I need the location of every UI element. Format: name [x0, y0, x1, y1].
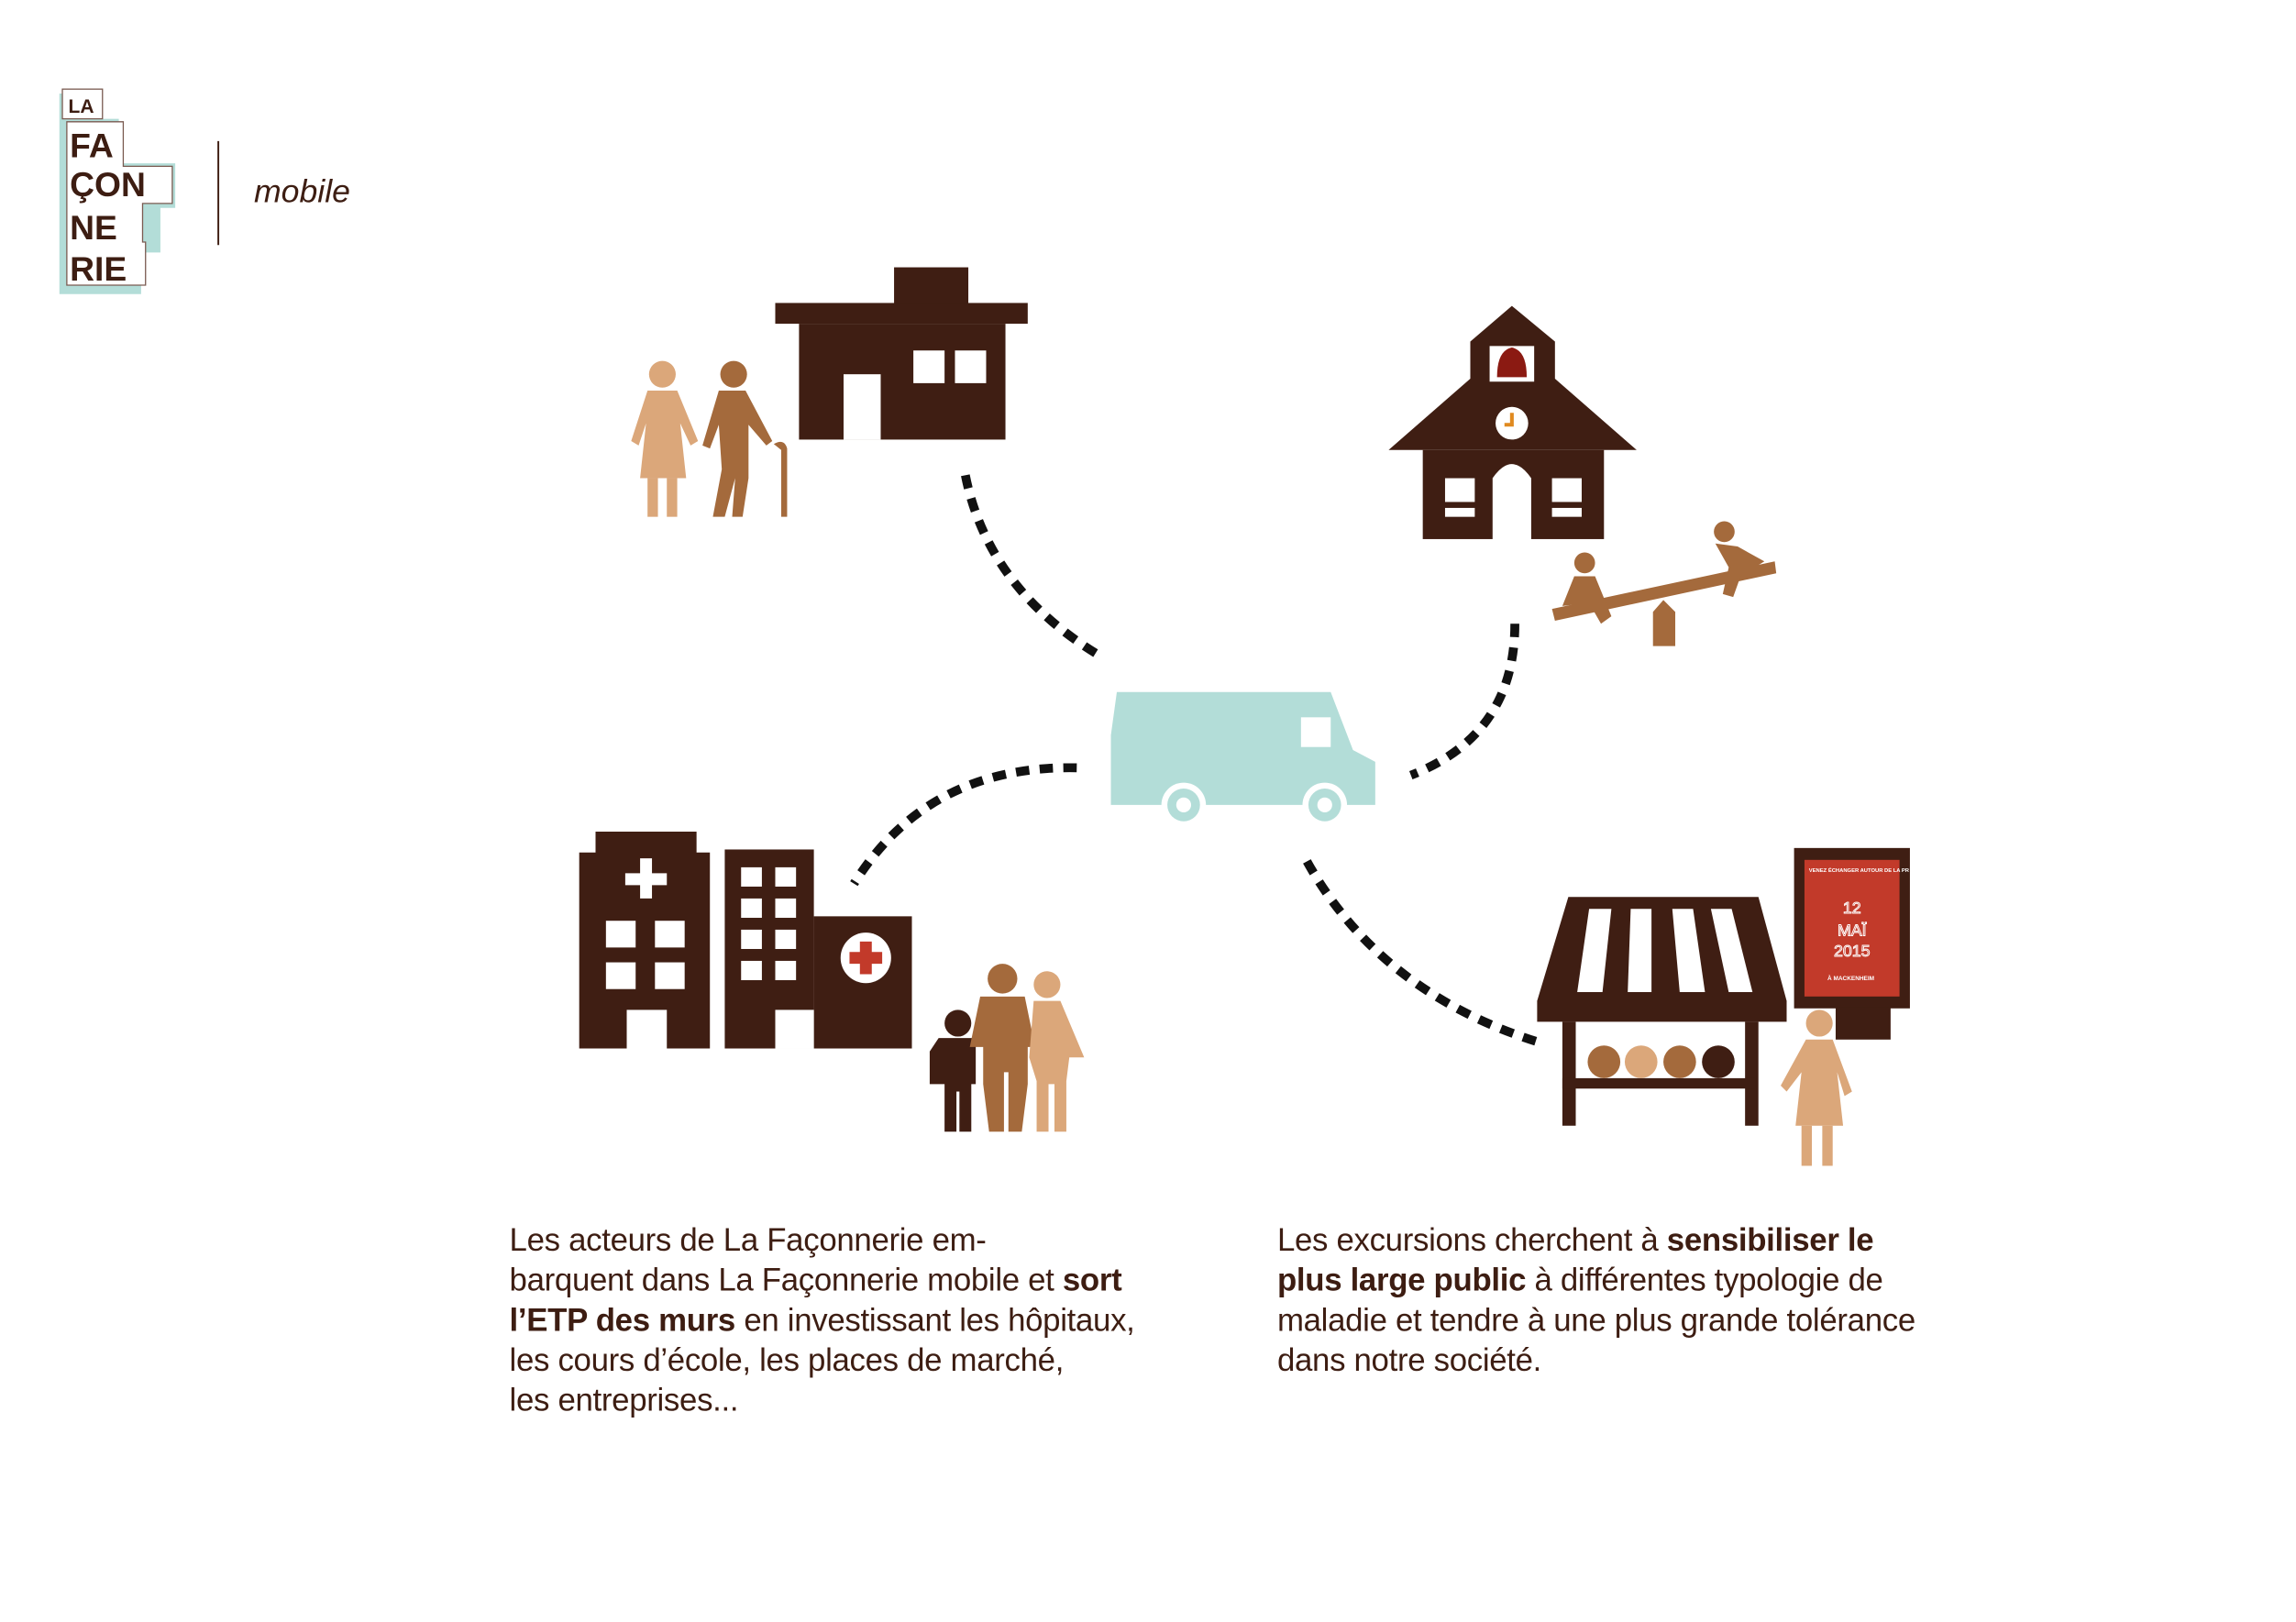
logo-text-rie: RIE — [70, 249, 127, 288]
logo-text-ne: NE — [70, 208, 117, 247]
family-icon — [929, 964, 1085, 1132]
truck-icon — [1110, 691, 1375, 828]
left-description: Les acteurs de La Façonnerie em- barquen… — [510, 1220, 1208, 1421]
woman-icon — [1781, 1010, 1852, 1166]
school-icon — [1388, 305, 1637, 539]
logo-text-fa: FA — [70, 127, 114, 165]
office-building-icon — [775, 267, 1028, 440]
text-line: les entreprises... — [509, 1382, 739, 1418]
poster-board: VENEZ ÉCHANGER AUTOUR DE LA PR & D'UN CA… — [1794, 847, 1948, 1040]
text-line: Les acteurs de La Façonnerie em- — [509, 1222, 987, 1258]
poster-month: MAÏ — [1838, 921, 1867, 939]
text-line: barquent dans La Façonnerie mobile et — [509, 1262, 1063, 1298]
text-emphasis: sensibiliser le — [1666, 1222, 1874, 1258]
poster-day: 12 — [1843, 899, 1861, 917]
text-line: Les excursions cherchent à — [1276, 1222, 1667, 1258]
logo-text-con: ÇON — [70, 165, 146, 204]
seesaw-icon — [1551, 521, 1777, 646]
poster-place: À MACKENHEIM — [1827, 974, 1874, 982]
text-line: les cours d’école, les places de marché, — [509, 1342, 1065, 1379]
logo: LA FA ÇON NE RIE — [59, 88, 176, 294]
text-emphasis: sort — [1062, 1262, 1122, 1298]
connector-market — [1303, 859, 1546, 1049]
connector-school — [1408, 623, 1519, 780]
right-description: Les excursions cherchent à sensibiliser … — [1277, 1220, 2020, 1381]
connector-hospital — [850, 763, 1077, 887]
elderly-couple-icon — [631, 360, 788, 517]
text-emphasis: l’ETP des murs — [509, 1302, 736, 1339]
poster-year: 2015 — [1834, 942, 1871, 960]
subtitle: mobile — [253, 171, 350, 210]
text-line: dans notre société. — [1276, 1342, 1542, 1379]
hospital-icon — [579, 832, 912, 1049]
text-line: à différentes typologie de — [1526, 1262, 1883, 1298]
dashed-connectors — [850, 474, 1546, 1049]
text-line: maladie et tendre à une plus grande tolé… — [1276, 1302, 1915, 1339]
logo-text-la: LA — [69, 96, 94, 117]
poster-header: VENEZ ÉCHANGER AUTOUR DE LA PR & D'UN CA… — [1809, 866, 1948, 874]
text-line: en investissant les hôpitaux, — [735, 1302, 1135, 1339]
market-stall-icon — [1537, 897, 1787, 1126]
connector-office — [961, 474, 1098, 657]
text-emphasis: plus large public — [1276, 1262, 1527, 1298]
